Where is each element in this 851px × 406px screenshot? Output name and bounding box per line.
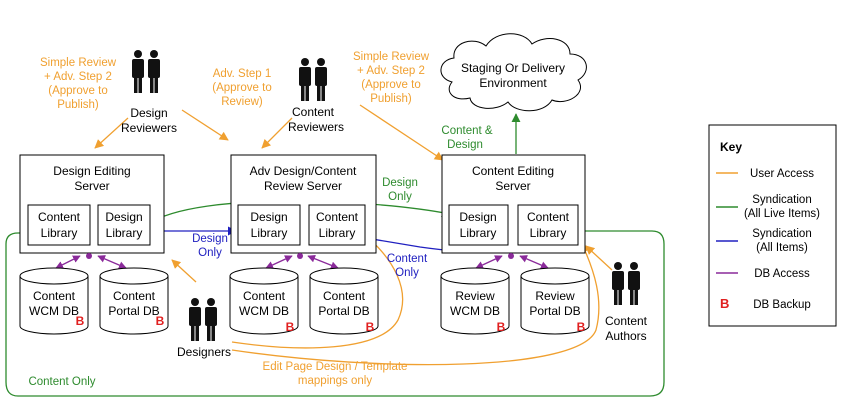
legend-swatch-db-backup: B bbox=[720, 296, 729, 311]
db-backup-mark: B bbox=[76, 314, 85, 328]
legend-label-db-access: DB Access bbox=[754, 268, 810, 280]
db-content-wcm-2 bbox=[229, 267, 299, 335]
db-backup-mark: B bbox=[286, 320, 295, 334]
design-reviewers-icon bbox=[132, 50, 160, 93]
library-design-2 bbox=[237, 204, 301, 246]
library-design-1 bbox=[97, 204, 151, 246]
legend-label-syndication-live: Syndication(All Live Items) bbox=[744, 194, 820, 220]
legend-title: Key bbox=[720, 140, 742, 154]
databases bbox=[19, 267, 590, 335]
db-content-portal-2 bbox=[309, 267, 379, 335]
content-only-loop bbox=[5, 228, 665, 397]
staging-cloud bbox=[440, 33, 587, 112]
design-reviewers-arrow bbox=[94, 117, 129, 149]
library-content-3 bbox=[517, 204, 579, 246]
simple-review-2-arrow bbox=[359, 104, 444, 161]
content-authors-icon bbox=[612, 262, 640, 305]
db-backup-mark: B bbox=[497, 320, 506, 334]
designers-to-review-arrow bbox=[231, 235, 404, 349]
designers-arrow bbox=[171, 259, 197, 283]
library-design-3 bbox=[448, 204, 509, 246]
designers-label: Designers bbox=[177, 345, 231, 359]
db-review-wcm bbox=[440, 267, 510, 335]
legend-label-db-backup: DB Backup bbox=[753, 299, 811, 311]
db-backup-mark: B bbox=[577, 320, 586, 334]
db-content-portal-1 bbox=[99, 267, 169, 335]
annotation-content-only-green: Content Only bbox=[28, 376, 95, 388]
annotation-content-design: Content &Design bbox=[441, 125, 492, 151]
content-authors-arrow bbox=[585, 245, 613, 271]
user-access-arrows bbox=[94, 104, 613, 366]
adv-step1-arrow bbox=[181, 109, 229, 141]
people-icon-group bbox=[132, 50, 640, 341]
db-access-arrows bbox=[55, 253, 549, 270]
legend-box bbox=[708, 124, 837, 327]
db-review-portal bbox=[520, 267, 590, 335]
content-reviewers-arrow bbox=[261, 117, 293, 149]
library-boxes bbox=[27, 204, 579, 246]
designers-icon bbox=[189, 298, 217, 341]
legend-label-user-access: User Access bbox=[750, 168, 814, 180]
db-content-wcm-1 bbox=[19, 267, 89, 335]
legend-label-syndication-all: Syndication(All Items) bbox=[752, 228, 811, 254]
content-reviewers-icon bbox=[299, 58, 327, 101]
db-backup-mark: B bbox=[156, 314, 165, 328]
legend: Key User Access Syndication(All Live Ite… bbox=[708, 124, 837, 327]
db-backup-mark: B bbox=[366, 320, 375, 334]
library-content-1 bbox=[27, 204, 91, 246]
library-content-2 bbox=[308, 204, 366, 246]
designers-to-content-editing-arrow bbox=[231, 243, 600, 366]
